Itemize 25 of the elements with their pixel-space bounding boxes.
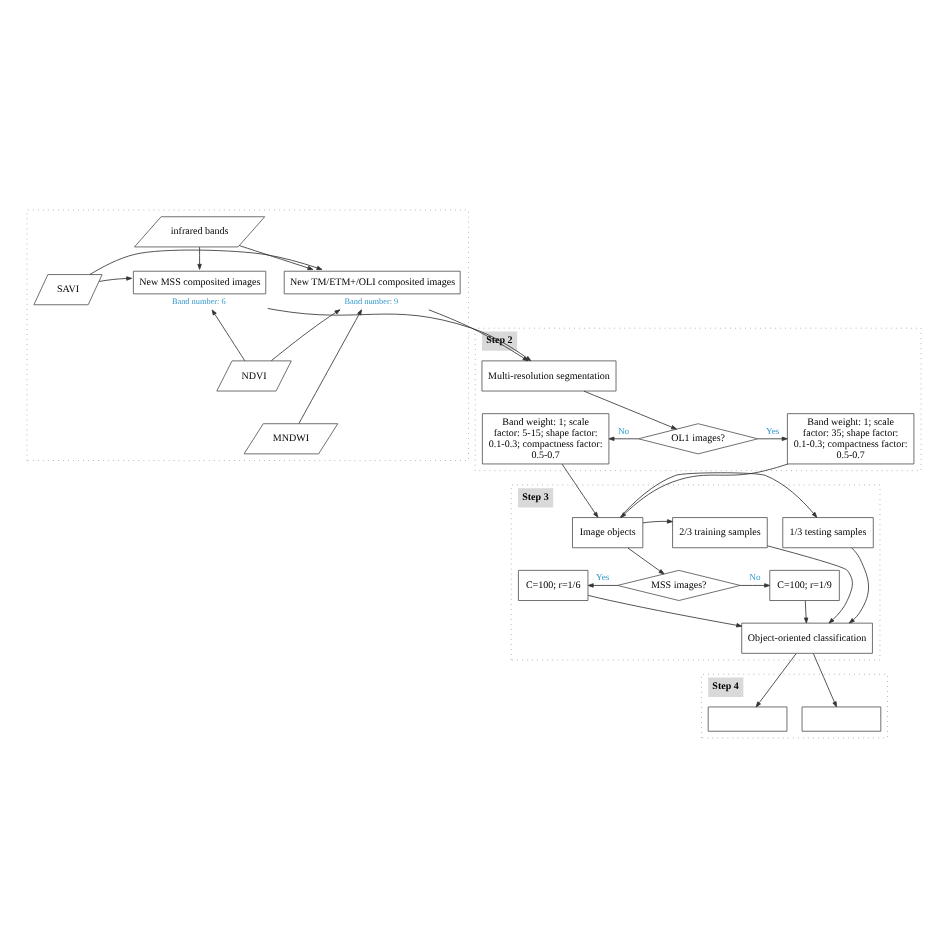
- arrow: [812, 653, 837, 708]
- arrow: [211, 309, 246, 362]
- arrow: [803, 600, 809, 624]
- cluster: [26, 209, 469, 461]
- arrow: [627, 547, 665, 575]
- arrow: [428, 309, 529, 362]
- arrow: [608, 436, 639, 441]
- arrow: [267, 308, 532, 362]
- arrow: [642, 519, 673, 524]
- node-box: [801, 706, 882, 732]
- arrow: [587, 594, 743, 628]
- arrow: [197, 246, 202, 270]
- arrow: [98, 276, 133, 282]
- arrow: [89, 249, 323, 275]
- arrow: [848, 547, 869, 624]
- arrow: [270, 309, 341, 362]
- arrow: [755, 653, 797, 708]
- arrow: [587, 583, 618, 588]
- arrow: [298, 309, 362, 424]
- arrow: [561, 463, 599, 518]
- arrow: [767, 545, 853, 624]
- arrow: [239, 245, 314, 271]
- arrow: [757, 436, 788, 441]
- node-box: [707, 706, 788, 732]
- arrow: [739, 583, 771, 588]
